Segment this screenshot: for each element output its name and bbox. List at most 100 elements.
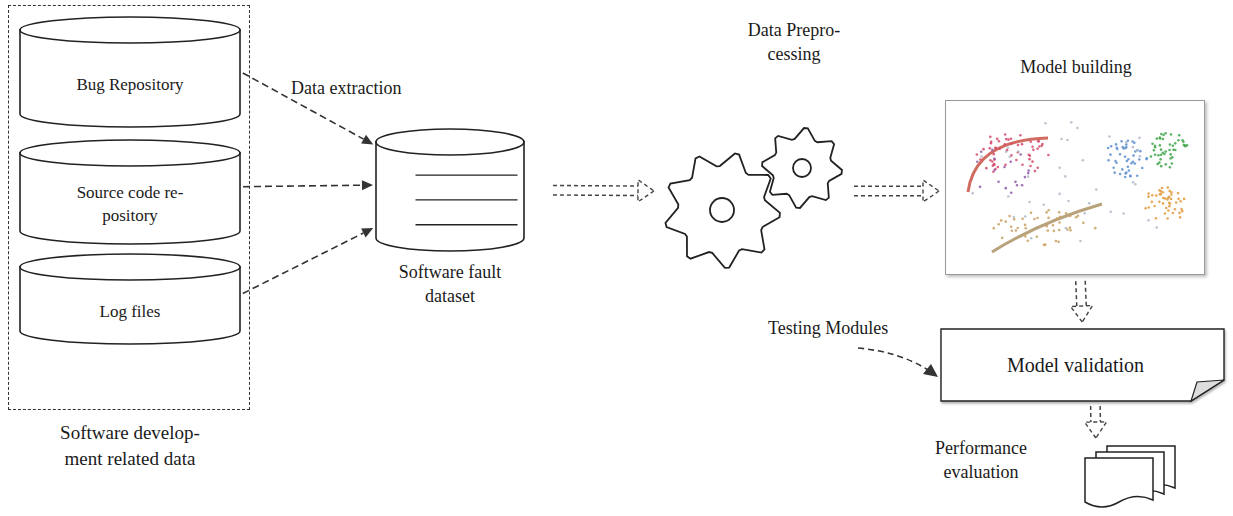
text-area: Source code re- pository <box>19 139 241 245</box>
data-dot <box>1010 225 1013 228</box>
database-cylinder: Bug Repository <box>19 16 241 128</box>
data-dot <box>1028 158 1031 161</box>
data-dot <box>1158 200 1161 203</box>
data-dot <box>1031 145 1034 148</box>
data-dot <box>1129 175 1132 178</box>
data-dot <box>1057 240 1060 243</box>
data-dot <box>1027 169 1030 172</box>
fit-curve <box>968 138 1048 192</box>
data-dot <box>1021 217 1024 220</box>
data-dot <box>1166 186 1169 189</box>
data-dot <box>1119 153 1122 156</box>
data-dot <box>996 138 999 141</box>
edge-label: Data extraction <box>288 78 404 99</box>
data-dot <box>1179 200 1182 203</box>
outside-label: Model building <box>996 55 1156 79</box>
data-dot <box>1171 156 1174 159</box>
data-dot <box>1007 195 1010 198</box>
data-dot <box>1151 194 1154 197</box>
data-dot <box>1115 161 1118 164</box>
data-dot <box>1159 158 1162 161</box>
data-dot <box>1155 217 1158 220</box>
data-dot <box>1109 211 1112 214</box>
data-dot <box>1162 134 1165 137</box>
data-dot <box>1026 239 1029 242</box>
outside-label: Software fault dataset <box>385 260 515 309</box>
data-dot <box>1162 138 1165 141</box>
data-dot <box>1004 220 1007 223</box>
data-dot <box>1059 215 1062 218</box>
data-dot <box>1159 136 1162 139</box>
data-dot <box>1029 154 1032 157</box>
database-cylinder: Source code re- pository <box>19 139 241 245</box>
data-dot <box>1164 132 1167 135</box>
data-dot <box>1005 150 1008 153</box>
data-dot <box>1045 225 1048 228</box>
data-dot <box>1027 172 1030 175</box>
data-dot <box>1021 143 1024 146</box>
data-dot <box>1013 216 1016 219</box>
data-dot <box>1175 201 1178 204</box>
data-dot <box>990 142 993 145</box>
data-dot <box>1015 229 1018 232</box>
data-dot <box>1076 127 1079 130</box>
data-dot <box>1169 143 1172 146</box>
data-dot <box>1037 140 1040 143</box>
data-dot <box>991 149 994 152</box>
data-dot <box>1166 217 1169 220</box>
data-dot <box>1060 138 1063 141</box>
data-dot <box>1010 191 1013 194</box>
data-dot <box>1041 143 1044 146</box>
data-dot <box>994 147 997 150</box>
fit-line <box>992 204 1102 252</box>
data-dot <box>1162 202 1165 205</box>
data-dot <box>1154 146 1157 149</box>
model-panel: Model building <box>945 100 1205 275</box>
data-dot <box>1134 183 1137 186</box>
shape-outline <box>19 253 241 345</box>
data-dot <box>1017 150 1020 153</box>
data-dot <box>1024 176 1027 179</box>
data-dot <box>1124 155 1127 158</box>
data-dot <box>1136 149 1139 152</box>
data-dot <box>1136 149 1139 152</box>
data-dot <box>1116 148 1119 151</box>
data-dot <box>1172 212 1175 215</box>
data-dot <box>1069 229 1072 232</box>
data-dot <box>1010 137 1013 140</box>
data-dot <box>1082 222 1085 225</box>
data-dot <box>1160 190 1163 193</box>
data-dot <box>1082 159 1085 162</box>
data-dot <box>993 158 996 161</box>
data-dot <box>1004 187 1007 190</box>
data-dot <box>1156 137 1159 140</box>
data-dot <box>1110 145 1113 148</box>
data-dot <box>1070 121 1073 124</box>
data-dot <box>1007 138 1010 141</box>
data-dot <box>1121 168 1124 171</box>
data-dot <box>1015 159 1018 162</box>
flow-arrow <box>243 228 373 293</box>
shape-outline <box>19 16 241 128</box>
data-dot <box>1155 226 1158 229</box>
data-dot <box>1160 148 1163 151</box>
data-dot <box>1183 198 1186 201</box>
data-dot <box>1127 166 1130 169</box>
data-dot <box>1031 160 1034 163</box>
data-dot <box>1183 144 1186 147</box>
data-dot <box>1024 224 1027 227</box>
data-dot <box>1131 140 1134 143</box>
node-label: Software fault dataset <box>385 260 515 309</box>
data-dot <box>1128 169 1131 172</box>
node-label: Performance evaluation <box>899 436 1063 485</box>
data-dot <box>980 155 983 158</box>
data-dot <box>1000 219 1003 222</box>
data-dot <box>1053 230 1056 233</box>
data-dot <box>1133 162 1136 165</box>
data-dot <box>1029 140 1032 143</box>
data-dot <box>1034 170 1037 173</box>
data-dot <box>1016 227 1019 230</box>
data-dot <box>1164 150 1167 153</box>
data-dot <box>1004 133 1007 136</box>
data-dot <box>992 153 995 156</box>
